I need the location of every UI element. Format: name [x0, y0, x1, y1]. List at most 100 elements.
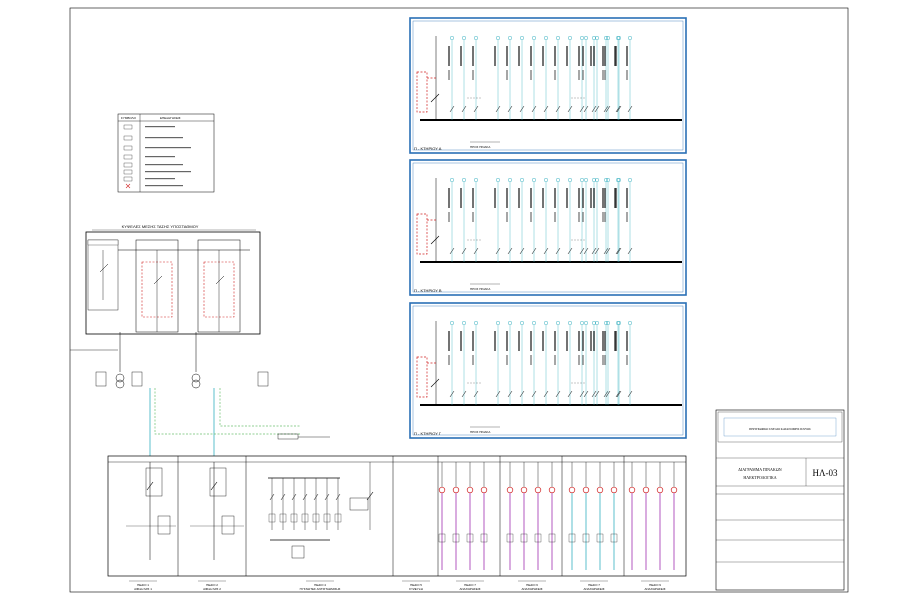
circuit-label-mark: [506, 331, 508, 351]
circuit-rating-mark: [602, 212, 604, 222]
continuation-dot: [470, 239, 472, 241]
feeder-breaker-symbol: [656, 486, 664, 494]
circuit-rating-mark: [578, 70, 580, 80]
circuit-terminal: [591, 320, 597, 326]
panel-2-circuit: [582, 177, 589, 262]
coupling-section: [366, 462, 374, 530]
panel-2-circuit: [566, 177, 573, 262]
circuit-breaker: [543, 247, 549, 255]
circuit-breaker: [594, 247, 600, 255]
circuit-terminal: [461, 35, 467, 41]
circuit-rating-mark: [530, 355, 532, 365]
circuit-breaker: [615, 247, 621, 255]
circuit-label-mark: [566, 331, 568, 351]
continuation-dot: [577, 239, 579, 241]
feeder-breaker-symbol: [596, 486, 604, 494]
circuit-label-mark: [472, 46, 474, 66]
panel-1-circuit: [448, 35, 455, 120]
circuit-terminal: [555, 320, 561, 326]
feeder-switch: [582, 533, 590, 543]
legend-description-mark: [145, 164, 183, 166]
circuit-terminal: [507, 35, 513, 41]
continuation-dot: [473, 97, 475, 99]
circuit-rating-mark: [472, 212, 474, 222]
drawing-frame: [69, 7, 849, 593]
continuation-dot: [580, 382, 582, 384]
panel-2-title: Π - ΚΤΗΡΙΟΥ Β: [414, 288, 442, 293]
circuit-breaker: [473, 105, 479, 113]
circuit-rating-mark: [530, 212, 532, 222]
lv-feeder: [642, 462, 650, 570]
legend-row: [123, 169, 191, 175]
circuit-rating-mark: [582, 70, 584, 80]
panel-1-frame: [409, 17, 687, 154]
circuit-rating-mark: [626, 70, 628, 80]
circuit-terminal: [615, 320, 621, 326]
circuit-rating-mark: [472, 355, 474, 365]
feeder-breaker-symbol: [610, 486, 618, 494]
circuit-breaker: [507, 390, 513, 398]
circuit-breaker: [603, 390, 609, 398]
circuit-terminal: [567, 35, 573, 41]
capacitor-unit: [334, 513, 342, 523]
panel-2-circuit: [530, 177, 537, 262]
capacitor-measurement: [349, 497, 369, 511]
circuit-label-mark: [448, 331, 450, 351]
lv-feeder: [534, 462, 542, 570]
feeder-breaker-symbol: [480, 486, 488, 494]
circuit-rating-mark: [472, 70, 474, 80]
feeder-breaker-symbol: [670, 486, 678, 494]
circuit-breaker: [495, 247, 501, 255]
circuit-breaker: [461, 105, 467, 113]
circuit-breaker: [473, 390, 479, 398]
lv-sections: [108, 456, 686, 576]
panel-3-circuit: [448, 320, 455, 405]
feeder-switch: [452, 533, 460, 543]
lv-feeder: [548, 462, 556, 570]
feeder-breaker-symbol: [568, 486, 576, 494]
circuit-rating-mark: [554, 212, 556, 222]
circuit-breaker: [555, 105, 561, 113]
circuit-rating-mark: [604, 70, 606, 80]
circuit-breaker: [605, 247, 611, 255]
continuation-dot: [476, 97, 478, 99]
panel-2-circuit: [448, 177, 455, 262]
circuit-label-mark: [615, 331, 617, 351]
capacitor-unit: [312, 513, 320, 523]
circuit-label-mark: [494, 331, 496, 351]
circuit-rating-mark: [506, 212, 508, 222]
circuit-breaker: [591, 247, 597, 255]
feeder-breaker-symbol: [466, 486, 474, 494]
circuit-label-mark: [494, 188, 496, 208]
circuit-rating-mark: [578, 355, 580, 365]
capacitor-contactor: [313, 493, 319, 501]
lv-feeders: [438, 462, 678, 570]
circuit-breaker: [519, 105, 525, 113]
transformer-1-primary: [115, 373, 125, 383]
circuit-label-mark: [615, 46, 617, 66]
panel-3-frame: [409, 302, 687, 439]
circuit-label-mark: [578, 46, 580, 66]
section-label-name: ΠΕΔΙΟ 2: [206, 583, 218, 587]
continuation-dot: [479, 239, 481, 241]
circuit-terminal: [449, 320, 455, 326]
continuation-dot: [580, 239, 582, 241]
circuit-breaker: [519, 390, 525, 398]
panel-1-inner-frame: [412, 20, 684, 151]
earth-conductor-2: [219, 388, 300, 427]
capacitor-unit: [268, 513, 276, 523]
circuit-terminal: [583, 35, 589, 41]
circuit-rating-mark: [626, 212, 628, 222]
panel-2-circuit: [494, 177, 501, 262]
continuation-dot: [476, 239, 478, 241]
panel-1-circuit: [593, 35, 600, 120]
panel-2-circuit: [604, 177, 611, 262]
legend-header-description: ΕΠΕΞΗΓΗΣΕΙΣ: [160, 116, 181, 120]
panel-1-circuit: [554, 35, 561, 120]
feeder-switch: [480, 533, 488, 543]
panel-3-circuit: [593, 320, 600, 405]
circuit-label-mark: [566, 188, 568, 208]
circuit-label-mark: [518, 46, 520, 66]
panel-1-circuit: [472, 35, 479, 120]
circuit-breaker: [615, 390, 621, 398]
